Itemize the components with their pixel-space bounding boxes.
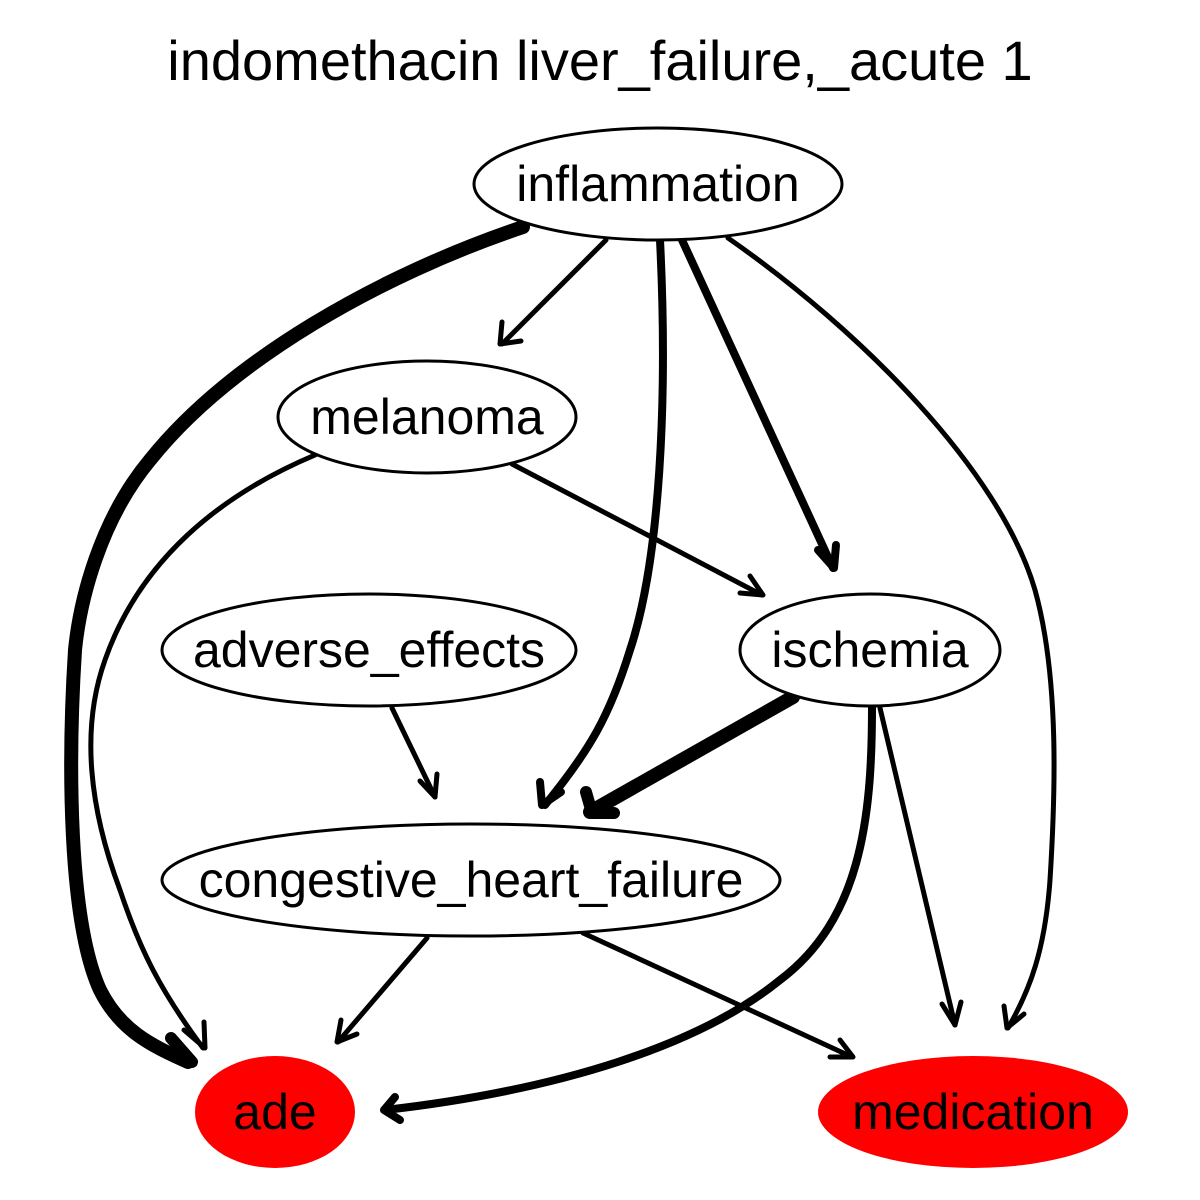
arrowhead <box>737 573 766 598</box>
node-label: adverse_effects <box>193 622 545 678</box>
arrowhead <box>814 541 840 572</box>
edge-line <box>64 220 530 1069</box>
arrowhead <box>417 771 440 800</box>
node-shape <box>472 126 844 242</box>
edge-ischemia-to-congestive_heart_failure <box>580 690 800 819</box>
edge-line <box>583 690 800 819</box>
node-label: ade <box>233 1084 316 1140</box>
edge-ischemia-to-ade <box>380 704 876 1124</box>
arrowhead <box>1001 1003 1027 1031</box>
edge-inflammation-to-congestive_heart_failure <box>536 236 667 809</box>
arrowhead <box>580 786 620 819</box>
edge-line <box>725 235 1057 1031</box>
edge-inflammation-to-ade <box>64 220 530 1069</box>
edge-adverse_effects-to-congestive_heart_failure <box>389 705 440 800</box>
edge-line <box>580 930 855 1060</box>
node-melanoma: melanoma <box>276 359 578 475</box>
edges-layer <box>64 220 1057 1124</box>
arrowhead <box>939 999 964 1028</box>
arrowhead <box>536 778 565 809</box>
edge-line <box>877 705 958 1028</box>
edge-congestive_heart_failure-to-ade <box>334 935 430 1045</box>
edge-melanoma-to-ade <box>88 452 318 1051</box>
arrowhead <box>827 1037 856 1060</box>
edge-inflammation-to-melanoma <box>497 237 609 347</box>
arrowhead <box>334 1017 360 1045</box>
arrowhead <box>162 1032 198 1068</box>
node-shape <box>276 359 578 475</box>
node-label: ischemia <box>771 622 968 678</box>
node-label: medication <box>852 1084 1094 1140</box>
node-shape <box>160 592 578 708</box>
node-medication: medication <box>818 1056 1128 1168</box>
node-label: inflammation <box>516 156 799 212</box>
node-label: congestive_heart_failure <box>199 852 744 908</box>
node-shape <box>738 592 1002 708</box>
node-shape <box>160 822 782 938</box>
edge-congestive_heart_failure-to-medication <box>580 930 856 1060</box>
edge-line <box>381 704 876 1114</box>
edge-line <box>509 461 765 598</box>
nodes-layer: inflammation melanoma adverse_effects ische… <box>160 126 1128 1168</box>
node-congestive_heart_failure: congestive_heart_failure <box>160 822 782 938</box>
node-shape <box>195 1056 355 1168</box>
node-inflammation: inflammation <box>472 126 844 242</box>
node-ischemia: ischemia <box>738 592 1002 708</box>
edge-line <box>678 236 837 572</box>
edge-inflammation-to-medication <box>725 235 1057 1031</box>
edge-line <box>541 236 667 809</box>
node-adverse_effects: adverse_effects <box>160 592 578 708</box>
edge-line <box>335 935 430 1045</box>
edge-line <box>389 705 438 800</box>
node-label: melanoma <box>310 389 544 445</box>
edge-melanoma-to-ischemia <box>509 461 766 598</box>
edge-line <box>499 237 609 347</box>
arrowhead <box>380 1093 404 1124</box>
node-ade: ade <box>195 1056 355 1168</box>
node-shape <box>818 1056 1128 1168</box>
arrowhead <box>181 1019 208 1051</box>
edge-line <box>88 452 318 1051</box>
edge-ischemia-to-medication <box>877 705 964 1028</box>
diagram-title: indomethacin liver_failure,_acute 1 <box>167 29 1032 92</box>
edge-inflammation-to-ischemia <box>678 236 840 572</box>
arrowhead <box>497 319 524 347</box>
